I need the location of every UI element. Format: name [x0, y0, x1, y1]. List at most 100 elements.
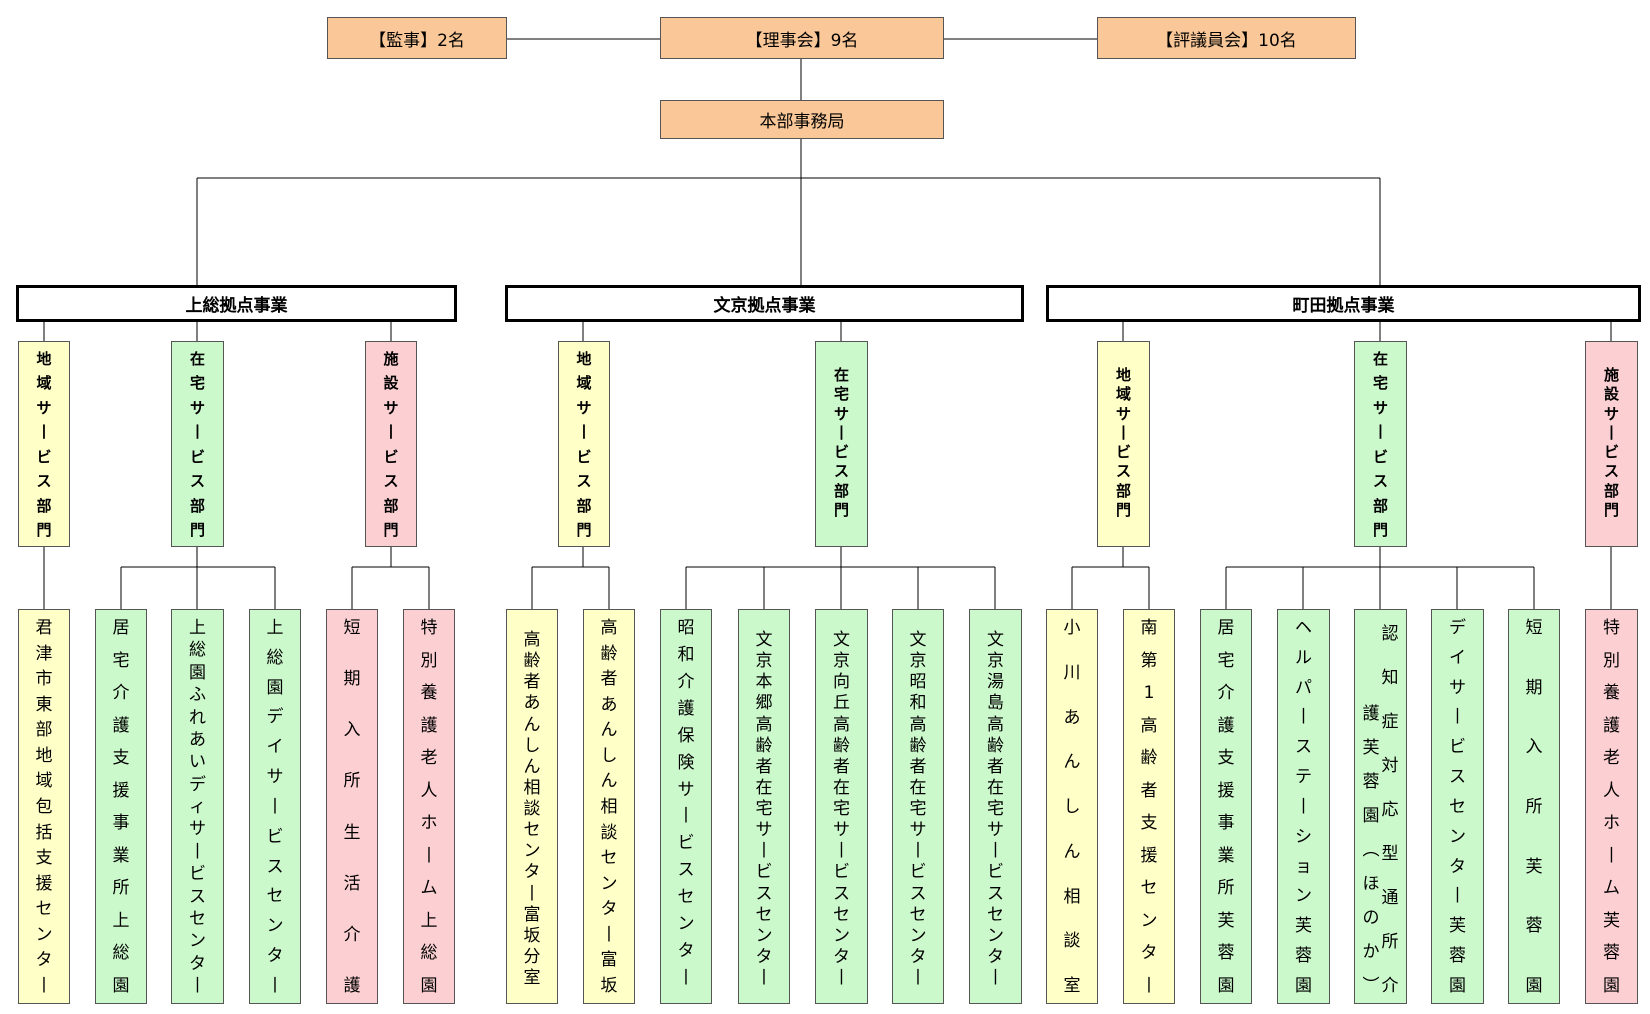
label-char: 湯: [987, 672, 1004, 693]
label-char: タ: [987, 946, 1004, 967]
label-char: 談: [600, 822, 618, 843]
label-char: タ: [1140, 943, 1158, 964]
label-char: セ: [1140, 878, 1158, 899]
label-char: ん: [600, 771, 618, 792]
label-char: 丨: [36, 423, 52, 442]
label-char: 在: [189, 350, 205, 368]
label-char: 丨: [833, 968, 850, 988]
label-char: 1: [1143, 683, 1155, 704]
label-char: イ: [1449, 647, 1466, 668]
label-char: ビ: [383, 447, 399, 466]
label-char: 地: [576, 350, 592, 368]
label-char: ビ: [909, 862, 927, 883]
label-char: 丨: [1140, 975, 1158, 996]
label-char: 在: [833, 777, 850, 798]
label-char: 護: [1603, 715, 1620, 736]
label-char: 護: [677, 698, 695, 719]
label-char: サ: [576, 398, 592, 417]
label-char: 門: [576, 520, 592, 539]
unit-kazusa-home-3: 上総園デイサ丨ビスセンタ丨: [249, 609, 301, 1004]
label-char: 介: [1381, 976, 1399, 996]
label-char: ビ: [189, 447, 205, 466]
label-char: 宅: [909, 799, 927, 819]
label-char: 人: [420, 780, 438, 801]
label-char: 園: [189, 662, 206, 683]
dept-kazusa-home: 在宅サ丨ビス部門: [171, 341, 224, 547]
label-char: ン: [755, 925, 773, 946]
label-char: 丨: [576, 423, 592, 442]
label-char: 丨: [523, 883, 541, 904]
label-char: ん: [1063, 841, 1081, 862]
label-char: 部: [576, 496, 592, 515]
label-char: 業: [1217, 845, 1235, 866]
label-char: 人: [1603, 780, 1620, 801]
label-char: サ: [36, 398, 52, 417]
label-char: 芙: [1525, 856, 1543, 877]
label-char: ン: [523, 841, 541, 862]
label-char: 介: [343, 924, 361, 945]
label-char: 丘: [833, 693, 850, 714]
label-char: 居: [1217, 618, 1235, 638]
label-char: ホ: [1603, 813, 1620, 834]
label-char: 芙: [1217, 910, 1235, 931]
label-char: 第: [1140, 650, 1158, 671]
label-char: 園: [1362, 806, 1380, 826]
unit-kazusa-facility-1: 短期入所生活介護: [326, 609, 378, 1004]
unit-kazusa-home-1: 居宅介護支援事業所上総園: [95, 609, 147, 1004]
label-char: 丨: [1603, 845, 1620, 866]
label-char: 総: [112, 943, 130, 964]
label-char: 総: [189, 640, 206, 661]
label-char: 介: [677, 671, 695, 692]
label-char: 東: [35, 694, 53, 715]
label-char: ス: [755, 883, 773, 904]
label-char: タ: [909, 946, 927, 967]
label-char: 丨: [987, 968, 1004, 988]
label-char: あ: [1063, 707, 1081, 728]
label-char: 在: [909, 777, 927, 798]
label-char: 部: [1372, 496, 1388, 515]
label-char: サ: [189, 819, 206, 840]
label-char: ス: [36, 472, 52, 491]
label-char: あ: [189, 729, 206, 750]
label-char: 所: [112, 878, 130, 899]
label-char: 支: [35, 848, 53, 869]
headquarters-label: 本部事務局: [759, 112, 845, 132]
label-char: 部: [35, 720, 53, 741]
label-char: 老: [420, 748, 438, 769]
label-char: ビ: [1115, 443, 1131, 462]
label-char: 丨: [909, 841, 927, 862]
label-char: イ: [266, 737, 284, 758]
label-char: 丨: [755, 968, 773, 988]
label-char: ス: [189, 472, 205, 491]
label-char: 相: [523, 777, 541, 798]
label-char: セ: [1449, 796, 1466, 817]
unit-machida-home-3: 認知症対応型通所介護芙蓉園︵ほのか︶: [1354, 609, 1407, 1004]
label-char: ん: [523, 714, 541, 735]
label-char: し: [523, 735, 541, 756]
division-machida: 町田拠点事業: [1046, 285, 1641, 322]
label-char: 在: [1372, 350, 1388, 368]
label-char: タ: [1449, 856, 1466, 877]
label-char: 支: [112, 748, 130, 769]
label-char: 談: [523, 799, 541, 819]
label-char: 本: [755, 672, 773, 693]
label-char: 君: [35, 618, 53, 638]
label-char: 齢: [987, 735, 1004, 756]
label-char: 川: [1063, 662, 1081, 683]
label-char: ビ: [576, 447, 592, 466]
dept-kazusa-community: 地域サ丨ビス部門: [18, 341, 70, 547]
label-char: パ: [1295, 677, 1312, 698]
unit-bunkyo-home-3: 文京向丘高齢者在宅サ丨ビスセンタ丨: [815, 609, 868, 1004]
unit-bunkyo-community-1: 高齢者あんしん相談センタ丨富坂分室: [506, 609, 558, 1004]
label-char: 丨: [755, 841, 773, 862]
label-char: 門: [1372, 520, 1388, 539]
label-char: ン: [1449, 826, 1466, 847]
label-char: 括: [35, 822, 53, 843]
unit-bunkyo-home-1: 昭和介護保険サ丨ビスセンタ丨: [660, 609, 712, 1004]
label-char: 護: [1217, 715, 1235, 736]
label-char: 園: [112, 975, 130, 996]
unit-machida-home-4: デイサ丨ビスセンタ丨芙蓉園: [1431, 609, 1484, 1004]
label-char: 宅: [189, 374, 205, 393]
label-char: ん: [523, 756, 541, 777]
label-char: ン: [987, 925, 1004, 946]
